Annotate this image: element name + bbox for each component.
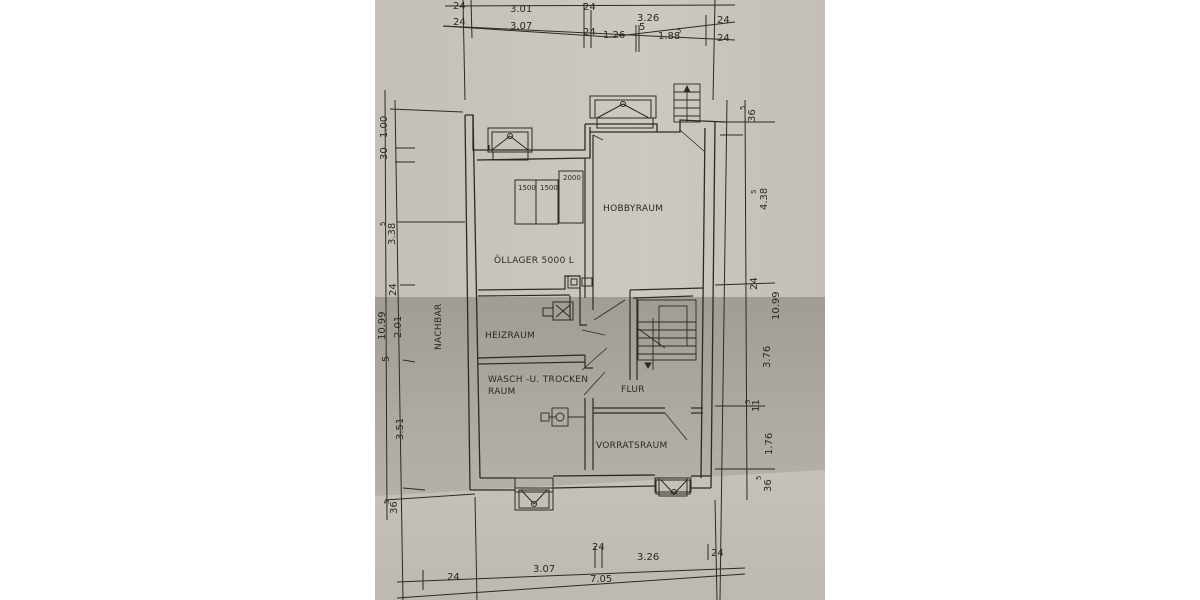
svg-text:24: 24 [711,548,724,559]
room-label-wasch-line2: RAUM [488,387,516,397]
room-label-vorratsraum: VORRATSRAUM [596,441,668,451]
room-label-flur: FLUR [621,385,645,395]
svg-text:24: 24 [717,15,730,26]
svg-text:5: 5 [381,356,392,362]
svg-text:5: 5 [379,222,387,226]
laundry-drain[interactable] [540,407,585,427]
right-dimensions: 36 5 4.38 5 24 10.99 3.76 11 5 1.76 36 5 [739,106,782,492]
light-well-laundry[interactable] [514,477,554,511]
top-dimension-lines [442,0,736,101]
bottom-dimension-lines [396,496,746,600]
tank-1-capacity: 1500 [518,184,536,192]
svg-text:30: 30 [379,147,390,160]
svg-text:5: 5 [739,106,747,110]
svg-text:24: 24 [749,277,760,290]
svg-text:3.38: 3.38 [387,223,398,245]
svg-text:3.26: 3.26 [637,552,659,563]
floor-plan-sheet: HOBBYRAUM ÖLLAGER 5000 L HEIZRAUM WASCH … [375,0,825,600]
oil-tanks[interactable] [514,170,584,225]
interior-staircase[interactable] [636,299,697,370]
svg-text:3.07: 3.07 [510,21,532,32]
tank-2-capacity: 1500 [540,184,558,192]
svg-text:1.76: 1.76 [764,433,775,455]
light-well-oil-storage[interactable] [487,127,533,161]
svg-text:10.99: 10.99 [377,311,388,340]
svg-text:3.26: 3.26 [637,13,659,24]
paper-upper-panel [375,0,825,297]
svg-text:24: 24 [717,33,730,44]
svg-text:24: 24 [583,2,596,13]
outer-walls[interactable] [464,114,726,491]
svg-text:5: 5 [755,476,763,480]
svg-text:4.38: 4.38 [759,188,770,210]
interior-walls[interactable] [477,135,704,470]
boiler[interactable] [542,301,574,321]
svg-text:1.88: 1.88 [658,31,680,42]
svg-text:36: 36 [747,109,758,122]
svg-text:7.05: 7.05 [590,574,612,585]
neighbor-label: NACHBAR [434,304,444,350]
right-dimension-lines [714,99,776,600]
room-label-hobbyraum: HOBBYRAUM [603,204,663,214]
floor-plan-drawing: HOBBYRAUM ÖLLAGER 5000 L HEIZRAUM WASCH … [377,0,782,600]
left-dimensions: 1.00 30 3.38 5 24 2.01 10.99 5 3.51 36 5 [377,116,406,514]
svg-text:3.01: 3.01 [510,4,532,15]
svg-text:1.26: 1.26 [603,30,625,41]
svg-text:24: 24 [388,283,399,296]
svg-text:5: 5 [744,400,752,404]
svg-text:1.00: 1.00 [379,116,390,138]
svg-text:36: 36 [389,501,400,514]
room-label-heizraum: HEIZRAUM [485,331,535,341]
svg-text:36: 36 [763,479,774,492]
svg-text:24: 24 [453,17,466,28]
room-label-wasch-line1: WASCH -U. TROCKEN [488,375,588,385]
svg-text:5: 5 [677,27,681,35]
svg-text:2.01: 2.01 [393,316,404,338]
bottom-dimensions: 24 3.07 24 3.26 24 7.05 [447,542,724,585]
light-well-hobbyroom[interactable] [589,95,657,129]
svg-text:24: 24 [592,542,605,553]
chimney[interactable] [567,275,593,289]
svg-text:3.76: 3.76 [762,346,773,368]
top-dimensions: 24 3.01 24 3.26 24 24 3.07 24 1.26 5 1.8… [453,1,730,44]
svg-text:10.99: 10.99 [771,291,782,320]
svg-text:3.07: 3.07 [533,564,555,575]
svg-text:24: 24 [583,27,596,38]
svg-text:5: 5 [639,22,645,33]
light-well-pantry[interactable] [654,477,692,497]
svg-text:24: 24 [453,1,466,12]
exterior-staircase[interactable] [673,83,701,123]
room-label-oellager: ÖLLAGER 5000 L [494,255,574,266]
svg-text:11: 11 [751,399,762,412]
tank-3-capacity: 2000 [563,174,581,182]
left-dimension-lines [384,89,476,600]
doors[interactable] [581,129,706,441]
svg-text:24: 24 [447,572,460,583]
svg-text:5: 5 [383,500,391,504]
svg-text:3.51: 3.51 [395,418,406,440]
svg-text:5: 5 [750,190,758,194]
